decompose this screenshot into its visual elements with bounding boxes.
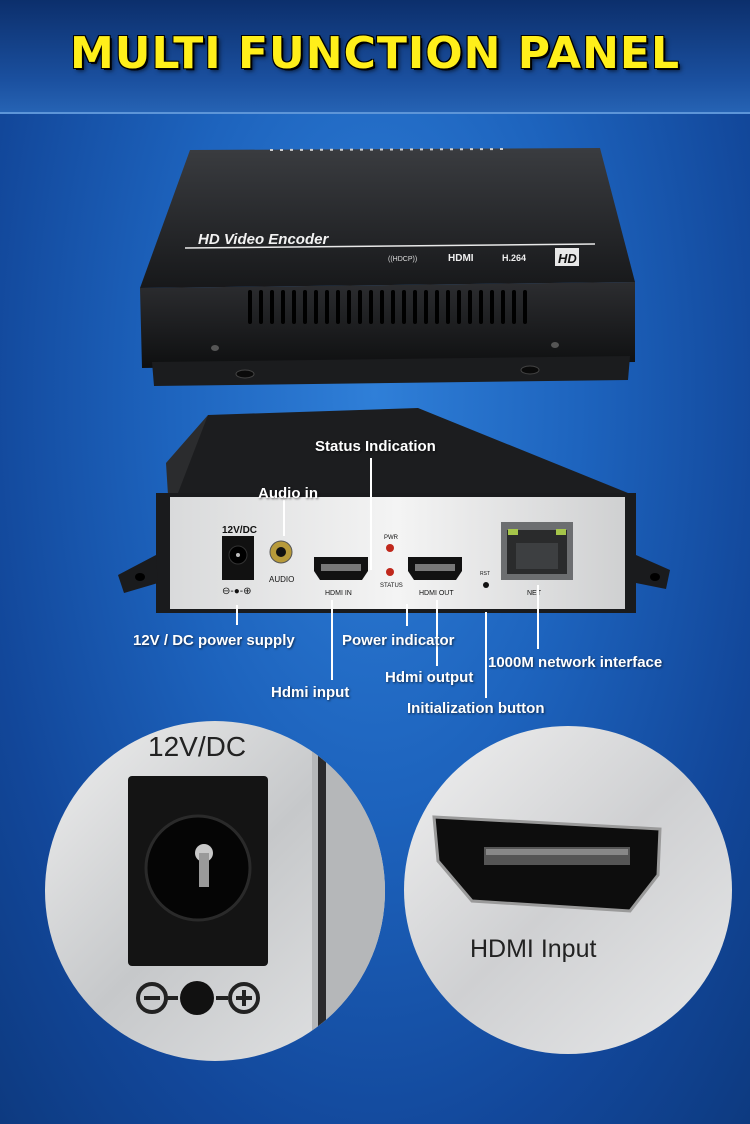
vent-slot — [248, 290, 252, 324]
rst-label: RST — [480, 571, 490, 577]
vent-slot — [413, 290, 417, 324]
device-model-label: HD Video Encoder — [198, 231, 329, 248]
callout-line-power — [406, 604, 408, 626]
label-hdmi-input: Hdmi input — [271, 684, 350, 701]
callout-line-dc — [236, 605, 238, 625]
vent-slot — [380, 290, 384, 324]
callout-line-net — [537, 585, 539, 649]
device-top-surface — [140, 148, 635, 288]
h264-badge: H.264 — [502, 253, 526, 263]
vent-slot — [347, 290, 351, 324]
page-title: MULTI FUNCTION PANEL — [70, 28, 680, 79]
label-hdmi-output: Hdmi output — [385, 669, 474, 686]
vent-slot — [270, 290, 274, 324]
callout-line-hdmi-in — [331, 600, 333, 680]
label-dc-power: 12V / DC power supply — [133, 632, 295, 649]
dc-polarity-label: ⊖-●-⊕ — [222, 586, 251, 597]
callout-line-status — [370, 458, 372, 570]
status-label: STATUS — [380, 583, 403, 589]
label-power-indicator: Power indicator — [342, 632, 455, 649]
vent-slot — [512, 290, 516, 324]
hdmi-closeup-label: HDMI Input — [470, 935, 596, 963]
device-rear-image: 12V/DC ⊖-●-⊕ AUDIO HDMI IN PWR STATUS HD… — [118, 408, 670, 613]
dc-closeup-label: 12V/DC — [148, 731, 246, 762]
vent-slot — [402, 290, 406, 324]
vent-slot — [314, 290, 318, 324]
device-base-flange — [152, 356, 630, 386]
label-init-button: Initialization button — [407, 700, 545, 717]
vent-slot — [479, 290, 483, 324]
hdmi-closeup-image: HDMI Input — [404, 726, 732, 1054]
vent-slot — [369, 290, 373, 324]
hdmi-in-label: HDMI IN — [325, 590, 352, 597]
vent-slot — [424, 290, 428, 324]
hd-badge: HD — [558, 251, 577, 266]
vent-slot — [501, 290, 505, 324]
vent-slot — [523, 290, 527, 324]
label-audio-in: Audio in — [258, 485, 318, 502]
vent-slot — [303, 290, 307, 324]
vent-slot — [391, 290, 395, 324]
vent-slot — [281, 290, 285, 324]
vent-slot — [435, 290, 439, 324]
callout-line-audio — [283, 500, 285, 536]
callout-line-hdmi-out — [436, 600, 438, 666]
status-led — [386, 568, 394, 576]
device-front-face — [140, 282, 635, 368]
hdmi-out-label: HDMI OUT — [419, 590, 454, 597]
dc-closeup-image: 12V/DC — [45, 721, 385, 1061]
dc-port-label: 12V/DC — [222, 525, 257, 536]
hdmi-badge: HDMI — [448, 253, 474, 264]
vent-slot — [325, 290, 329, 324]
audio-port-label: AUDIO — [269, 575, 294, 584]
pwr-label: PWR — [384, 535, 399, 541]
vent-slot — [292, 290, 296, 324]
vent-slot — [468, 290, 472, 324]
device-top-image: HD Video Encoder ((HDCP)) HDMI H.264 HD — [140, 148, 635, 386]
vent-slot — [490, 290, 494, 324]
callout-line-rst — [485, 612, 487, 698]
header-banner: MULTI FUNCTION PANEL — [0, 0, 750, 114]
vent-slot — [358, 290, 362, 324]
label-network: 1000M network interface — [488, 654, 663, 671]
vent-slot — [446, 290, 450, 324]
net-label: NET — [527, 590, 542, 597]
rear-top-surface — [168, 408, 628, 495]
hdcp-badge: ((HDCP)) — [388, 256, 417, 263]
vent-slot — [259, 290, 263, 324]
label-status-indication: Status Indication — [315, 438, 436, 455]
vent-slots — [248, 290, 527, 324]
vent-slot — [457, 290, 461, 324]
pwr-led — [386, 544, 394, 552]
rst-button — [483, 582, 489, 588]
vent-slot — [336, 290, 340, 324]
